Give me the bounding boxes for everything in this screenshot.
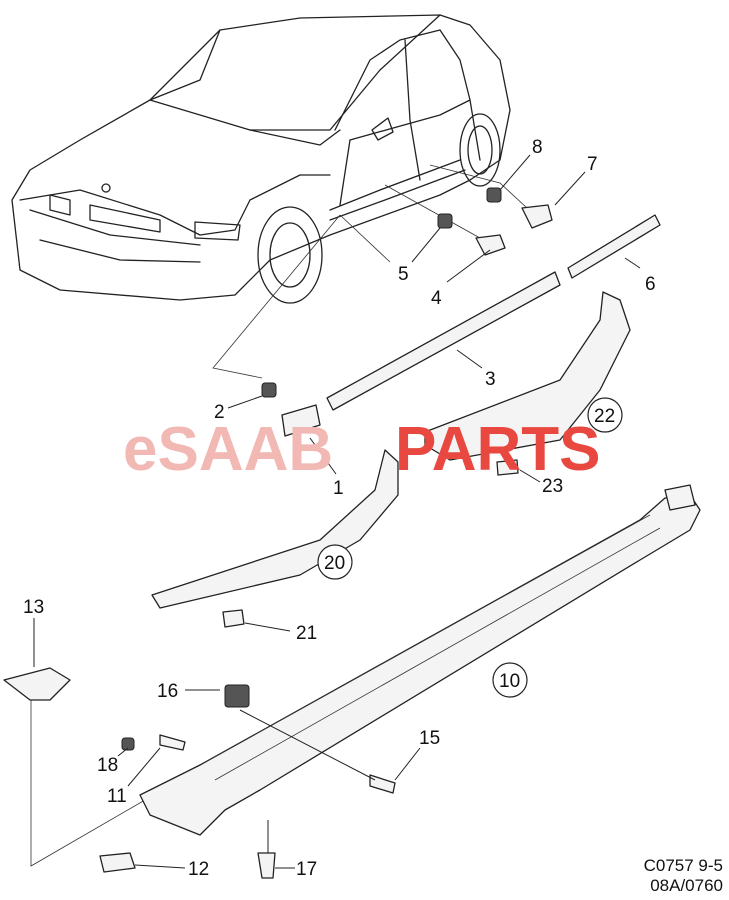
clip-21 — [222, 609, 245, 628]
label-12: 12 — [188, 859, 209, 880]
rocker-panel-10 — [139, 494, 701, 836]
label-8: 8 — [532, 137, 543, 158]
label-5: 5 — [398, 264, 409, 285]
sill-plate-22 — [424, 291, 631, 461]
sill-plate-20 — [151, 449, 399, 609]
label-2: 2 — [214, 402, 225, 423]
clip-23 — [496, 459, 519, 476]
label-11: 11 — [107, 786, 127, 807]
label-17: 17 — [296, 859, 317, 880]
label-3: 3 — [485, 369, 496, 390]
label-18: 18 — [97, 755, 118, 776]
label-6: 6 — [645, 274, 656, 295]
watermark-brand-dark: PARTS — [395, 415, 601, 484]
watermark: eSAAB PARTS — [123, 415, 601, 484]
diagram-code-line1: C0757 9-5 — [643, 856, 723, 875]
callout-lines — [33, 154, 641, 869]
label-23: 23 — [542, 476, 563, 497]
label-13: 13 — [23, 597, 44, 618]
diagram-code-line2: 08A/0760 — [650, 876, 723, 895]
label-4: 4 — [431, 288, 442, 309]
watermark-brand-light: eSAAB — [123, 415, 333, 484]
part-labels: 8 7 6 5 4 3 2 1 22 23 20 21 13 10 16 15 … — [23, 137, 656, 880]
car-illustration — [11, 14, 511, 304]
label-15: 15 — [419, 728, 440, 749]
label-16: 16 — [157, 681, 178, 702]
clip-parts-upper — [261, 187, 553, 398]
label-1: 1 — [333, 478, 344, 499]
clip-parts-lower — [3, 667, 396, 879]
label-21: 21 — [296, 623, 317, 644]
label-10: 10 — [499, 671, 520, 692]
leader-lines — [30, 164, 541, 867]
label-7: 7 — [587, 154, 598, 175]
label-22: 22 — [594, 406, 615, 427]
diagram-code: C0757 9-5 08A/0760 — [644, 856, 723, 896]
molding-strips — [281, 214, 661, 437]
label-20: 20 — [324, 553, 345, 574]
